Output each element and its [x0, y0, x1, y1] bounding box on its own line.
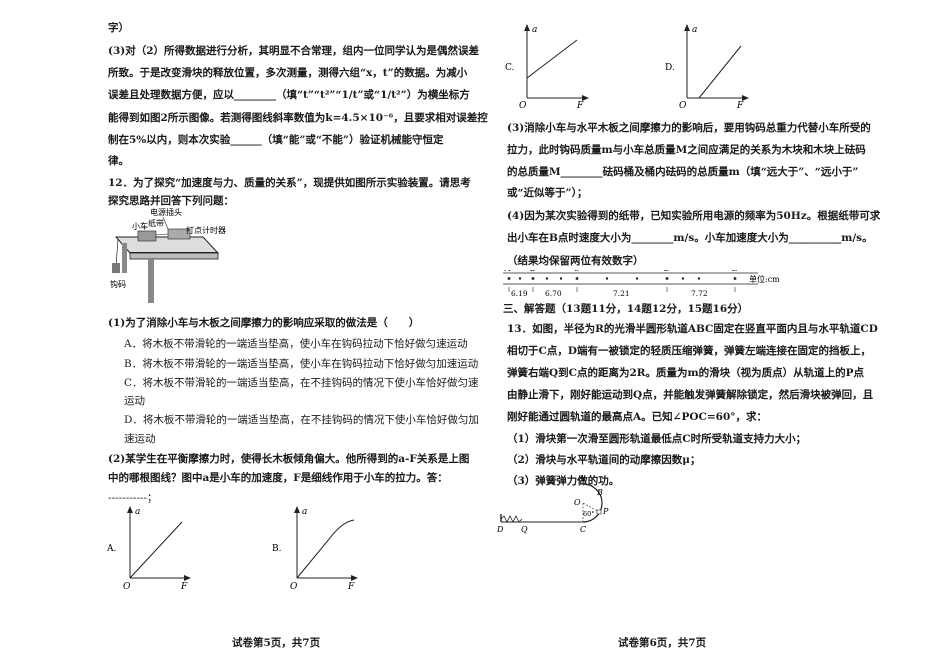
- tape-gap-cd: 7.21: [613, 289, 630, 298]
- track-label-o: O: [574, 498, 581, 507]
- graph-a-ylabel: a: [135, 507, 140, 517]
- paper-tape: A B C D E 6.19 6.70 7.21 7.72 单位:cm: [503, 270, 780, 298]
- text-line: 相切于C点，D端有一被锁定的轻质压缩弹簧，弹簧左端连接在固定的挡板上，: [507, 345, 871, 357]
- apparatus-figure: 电源插头 纸带 小车 打点计时器 钩码: [110, 207, 226, 303]
- option-d: D．将木板不带滑轮的一端适当垫高，在不挂钩码的情况下使小车恰好做匀加: [124, 414, 479, 426]
- tape-point-a: A: [504, 270, 511, 273]
- question-12-1: (1)为了消除小车与木板之间摩擦力的影响应采取的做法是（ ）: [108, 317, 420, 329]
- track-label-b: B: [596, 488, 603, 497]
- label-tape: 纸带: [148, 218, 164, 228]
- graph-a-tag: A.: [106, 544, 116, 554]
- tape-point-e: E: [731, 270, 738, 273]
- text-line: 出小车在B点时速度大小为________m/s。小车加速度大小为________…: [507, 232, 873, 244]
- graph-d-xlabel: F: [736, 101, 744, 110]
- text-line: 拉力，此时钩码质量m与小车总质量M之间应满足的关系为木块和木块上砝码: [507, 144, 866, 156]
- graph-b-xlabel: F: [347, 582, 355, 590]
- text-line: 由静止滑下，刚好能运动到Q点，并能触发弹簧解除锁定，然后滑块被弹回，且: [507, 389, 874, 401]
- graph-a: A. a F O: [106, 506, 191, 590]
- graph-b-tag: B.: [272, 544, 282, 554]
- sub-question-3: （3）弹簧弹力做的功。: [507, 475, 620, 487]
- text-line: （结果均保留两位有效数字）: [507, 255, 644, 267]
- graph-d-tag: D.: [665, 63, 675, 73]
- text-line: 中的哪根图线？图中a是小车的加速度，F是细线作用于小车的拉力。答：: [108, 472, 448, 484]
- question-12: 12．为了探究“加速度与力、质量的关系”，现提供如图所示实验装置。请思考: [108, 177, 471, 189]
- question-12-2: (2)某学生在平衡摩擦力时，使得长木板倾角偏大。他所得到的a-F关系是上图: [108, 453, 470, 465]
- tape-unit: 单位:cm: [749, 274, 780, 284]
- text-line: 所致。于是改变滑块的释放位置，多次测量，测得六组“x，t”的数据。为减小: [108, 67, 468, 79]
- text-line: 或“近似等于”）；: [507, 187, 588, 199]
- page-footer: 试卷第6页，共7页: [618, 637, 707, 649]
- text-line: 弹簧右端Q到C点的距离为2R。质量为m的滑块（视为质点）从轨道上的P点: [507, 367, 865, 379]
- graph-c-tag: C.: [505, 63, 515, 73]
- sub-question-1: （1）滑块第一次滑至圆形轨道最低点C时所受轨道支持力大小；: [507, 433, 807, 445]
- text-line: 误差且处理数据方便，应以________（填“t”“t²”“1/t”或“1/t²…: [108, 89, 470, 101]
- graph-b-origin: O: [290, 582, 298, 590]
- graph-d-ylabel: a: [692, 25, 697, 35]
- option-a: A．将木板不带滑轮的一端适当垫高，使小车在钩码拉动下恰好做匀速运动: [124, 338, 468, 350]
- tape-point-b: B: [529, 270, 536, 273]
- text-line: 律。: [108, 155, 129, 167]
- option-c-cont: 运动: [124, 395, 145, 407]
- option-c: C．将木板不带滑轮的一端适当垫高，在不挂钩码的情况下使小车恰好做匀速: [124, 377, 479, 389]
- track-label-q: Q: [521, 525, 528, 534]
- question-13: 13．如图，半径为R的光滑半圆形轨道ABC固定在竖直平面内且与水平轨道CD: [507, 323, 878, 335]
- graph-c-xlabel: F: [576, 101, 584, 110]
- track-figure: A B O P 60° C D Q: [496, 474, 609, 534]
- text-line: 字）: [108, 22, 129, 34]
- tape-gap-ab: 6.19: [511, 289, 528, 298]
- label-timer: 打点计时器: [186, 225, 226, 235]
- track-angle: 60°: [583, 510, 595, 518]
- option-d-cont: 速运动: [124, 433, 156, 445]
- text-line: 探究思路并回答下列问题：: [108, 195, 234, 207]
- page-footer: 试卷第5页，共7页: [232, 637, 321, 649]
- left-page: 字） (3)对（2）所得数据进行分析，其明显不合常理，组内一位同学认为是偶然误差…: [106, 22, 488, 649]
- tape-gap-de: 7.72: [691, 289, 708, 298]
- option-b: B．将木板不带滑轮的一端适当垫高，使小车在钩码拉动下恰好做匀加速运动: [124, 358, 479, 370]
- question-12-4: (4)因为某次实验得到的纸带，已知实验所用电源的频率为50Hz。根据纸带可求: [507, 210, 881, 222]
- text-line: (3)对（2）所得数据进行分析，其明显不合常理，组内一位同学认为是偶然误差: [108, 45, 480, 57]
- graph-a-xlabel: F: [180, 582, 188, 590]
- track-label-d: D: [496, 525, 504, 534]
- graph-b: B. a F O: [272, 506, 358, 590]
- right-page: C. a F O D. a F O (3)消除小车与水平木板之间摩擦力的影响后，…: [475, 0, 950, 672]
- graph-d-origin: O: [679, 101, 687, 110]
- tape-gap-bc: 6.70: [545, 289, 562, 298]
- tape-point-d: D: [663, 270, 671, 273]
- section-title: 三、解答题（13题11分，14题12分，15题16分）: [503, 303, 749, 315]
- graph-c: C. a F O: [505, 24, 589, 110]
- label-cart: 小车: [132, 221, 148, 231]
- track-label-c: C: [580, 525, 586, 534]
- label-hook: 钩码: [110, 279, 126, 289]
- text-line: 制在5%以内，则本次实验______（填“能”或“不能”）验证机械能守恒定: [108, 134, 444, 146]
- graph-a-origin: O: [123, 582, 131, 590]
- text-line: 能得到如图2所示图像。若测得图线斜率数值为k=4.5×10⁻⁶，且要求相对误差控: [108, 112, 488, 124]
- graph-b-ylabel: a: [302, 507, 307, 517]
- text-line: 的总质量M________砝码桶及桶内砝码的总质量m（填“远大于”、“远小于”: [507, 166, 859, 178]
- graph-c-origin: O: [519, 101, 527, 110]
- graph-d: D. a F O: [665, 24, 749, 110]
- track-label-a: A: [578, 474, 585, 483]
- tape-point-c: C: [574, 270, 580, 273]
- track-label-p: P: [602, 507, 609, 516]
- answer-blank: -----------；: [108, 492, 158, 504]
- graph-c-ylabel: a: [532, 25, 537, 35]
- sub-question-2: （2）滑块与水平轨道间的动摩擦因数μ；: [507, 454, 701, 466]
- label-plug: 电源插头: [150, 207, 182, 217]
- text-line: 刚好能通过圆轨道的最高点A。已知∠POC=60°，求：: [507, 411, 768, 423]
- question-12-3: (3)消除小车与水平木板之间摩擦力的影响后，要用钩码总重力代替小车所受的: [507, 122, 871, 134]
